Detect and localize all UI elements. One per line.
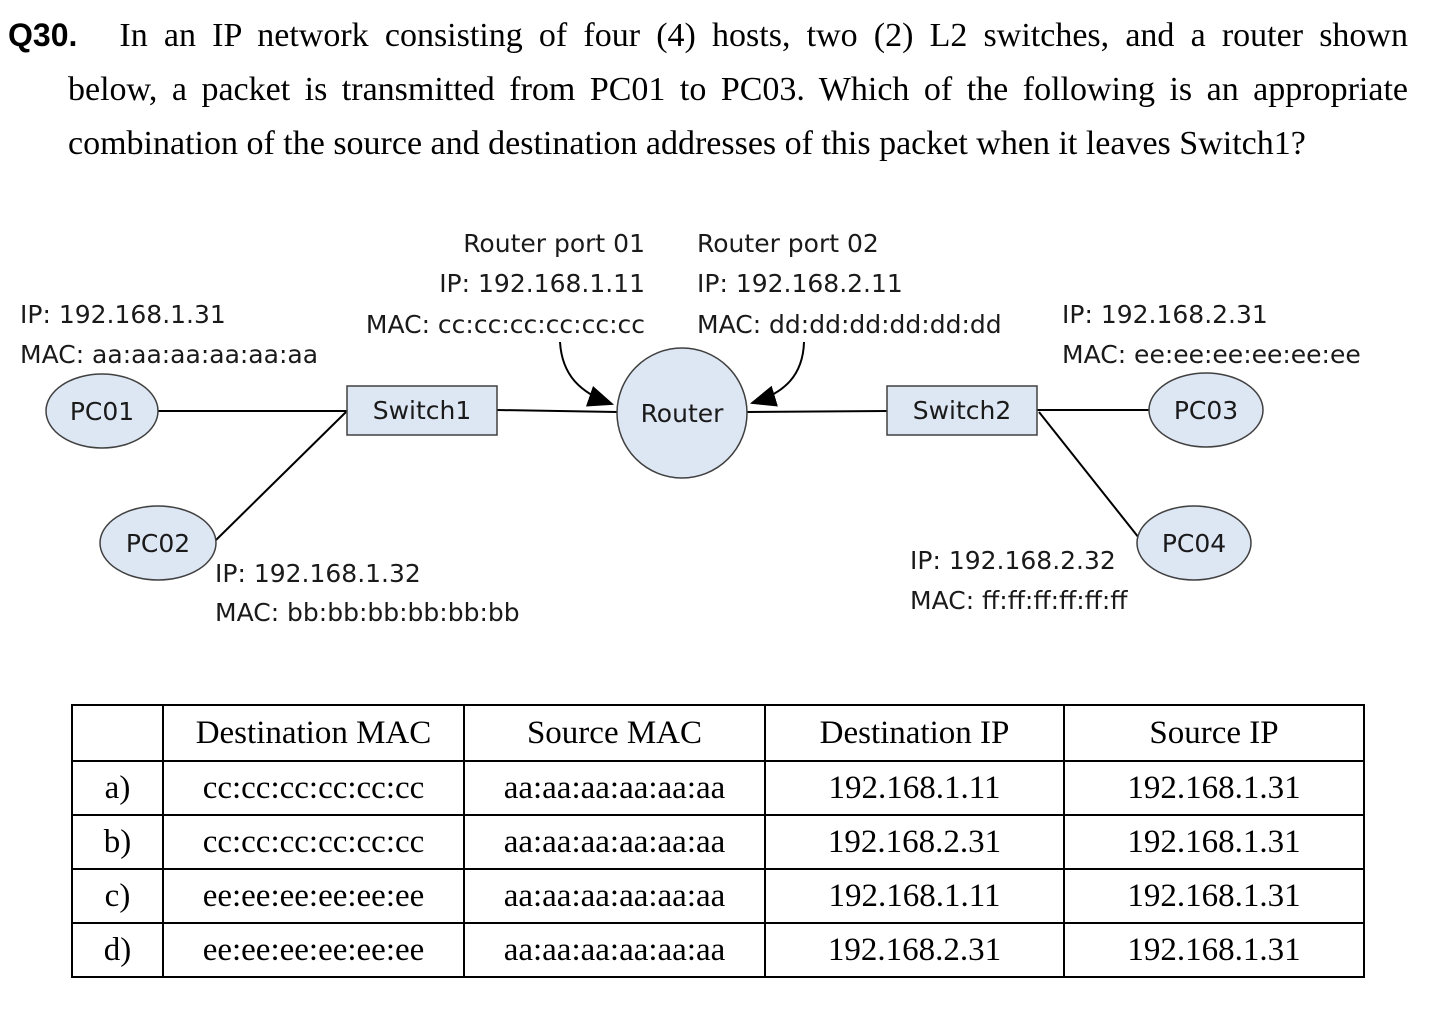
- destination-ip-cell: 192.168.2.31: [764, 814, 1065, 870]
- destination-mac-cell: ee:ee:ee:ee:ee:ee: [162, 868, 465, 924]
- option-label: a): [71, 760, 164, 816]
- pc01-label: PC01: [70, 397, 134, 426]
- table-row: c) ee:ee:ee:ee:ee:ee aa:aa:aa:aa:aa:aa 1…: [71, 868, 1365, 924]
- port01-title-label: Router port 01: [463, 229, 645, 258]
- destination-mac-cell: ee:ee:ee:ee:ee:ee: [162, 922, 465, 978]
- question-line-3: combination of the source and destinatio…: [68, 125, 1306, 162]
- destination-ip-cell: 192.168.2.31: [764, 922, 1065, 978]
- network-diagram: PC01 PC02 Switch1 Router Switch2 PC03 PC…: [20, 229, 1361, 627]
- option-label: c): [71, 868, 164, 924]
- table-header-row: Destination MAC Source MAC Destination I…: [71, 704, 1365, 762]
- source-mac-cell: aa:aa:aa:aa:aa:aa: [463, 814, 766, 870]
- link-switch2-pc04: [1038, 411, 1140, 539]
- link-router-switch2: [746, 410, 888, 413]
- switch1-label: Switch1: [373, 396, 472, 425]
- header-blank: [71, 704, 164, 762]
- pc03-label: PC03: [1174, 396, 1238, 425]
- destination-ip-cell: 192.168.1.11: [764, 868, 1065, 924]
- pc01-node: PC01: [45, 373, 159, 449]
- switch2-label: Switch2: [913, 396, 1012, 425]
- port02-mac-label: MAC: dd:dd:dd:dd:dd:dd: [697, 310, 1002, 339]
- port01-arrow: [559, 341, 615, 407]
- question-number: Q30.: [8, 17, 78, 53]
- pc02-node: PC02: [99, 505, 217, 581]
- link-pc02-switch1: [215, 411, 347, 541]
- header-destination-ip: Destination IP: [764, 704, 1065, 762]
- source-ip-cell: 192.168.1.31: [1063, 868, 1365, 924]
- switch2-node: Switch2: [886, 385, 1038, 436]
- pc01-ip-label: IP: 192.168.1.31: [20, 300, 226, 329]
- option-label: d): [71, 922, 164, 978]
- source-mac-cell: aa:aa:aa:aa:aa:aa: [463, 922, 766, 978]
- source-ip-cell: 192.168.1.31: [1063, 814, 1365, 870]
- source-mac-cell: aa:aa:aa:aa:aa:aa: [463, 868, 766, 924]
- pc03-mac-label: MAC: ee:ee:ee:ee:ee:ee: [1062, 340, 1361, 369]
- pc03-node: PC03: [1148, 372, 1264, 448]
- port02-ip-label: IP: 192.168.2.11: [697, 269, 903, 298]
- pc02-label: PC02: [126, 529, 190, 558]
- destination-mac-cell: cc:cc:cc:cc:cc:cc: [162, 760, 465, 816]
- pc03-ip-label: IP: 192.168.2.31: [1062, 300, 1268, 329]
- link-switch1-router: [496, 409, 618, 413]
- answer-table: Destination MAC Source MAC Destination I…: [71, 704, 1365, 978]
- pc01-mac-label: MAC: aa:aa:aa:aa:aa:aa: [20, 340, 318, 369]
- pc02-ip-label: IP: 192.168.1.32: [215, 559, 421, 588]
- pc04-label: PC04: [1162, 529, 1226, 558]
- port02-title-label: Router port 02: [697, 229, 879, 258]
- pc04-node: PC04: [1136, 505, 1252, 581]
- pc02-mac-label: MAC: bb:bb:bb:bb:bb:bb: [215, 598, 520, 627]
- port01-ip-label: IP: 192.168.1.11: [439, 269, 645, 298]
- option-label: b): [71, 814, 164, 870]
- destination-ip-cell: 192.168.1.11: [764, 760, 1065, 816]
- question-line-1-text: In an IP network consisting of four (4) …: [119, 17, 1408, 54]
- destination-mac-cell: cc:cc:cc:cc:cc:cc: [162, 814, 465, 870]
- port02-arrow: [749, 341, 805, 407]
- source-ip-cell: 192.168.1.31: [1063, 760, 1365, 816]
- source-mac-cell: aa:aa:aa:aa:aa:aa: [463, 760, 766, 816]
- table-row: b) cc:cc:cc:cc:cc:cc aa:aa:aa:aa:aa:aa 1…: [71, 814, 1365, 870]
- header-source-ip: Source IP: [1063, 704, 1365, 762]
- port01-mac-label: MAC: cc:cc:cc:cc:cc:cc: [366, 310, 645, 339]
- switch1-node: Switch1: [346, 385, 498, 436]
- question-line-1: Q30. In an IP network consisting of four …: [8, 8, 1408, 63]
- source-ip-cell: 192.168.1.31: [1063, 922, 1365, 978]
- links: [158, 341, 1150, 541]
- table-row: d) ee:ee:ee:ee:ee:ee aa:aa:aa:aa:aa:aa 1…: [71, 922, 1365, 978]
- pc04-ip-label: IP: 192.168.2.32: [910, 546, 1116, 575]
- router-label: Router: [641, 399, 725, 428]
- question-text: Q30. In an IP network consisting of four …: [8, 8, 1408, 171]
- router-node: Router: [616, 347, 748, 479]
- table-row: a) cc:cc:cc:cc:cc:cc aa:aa:aa:aa:aa:aa 1…: [71, 760, 1365, 816]
- header-destination-mac: Destination MAC: [162, 704, 465, 762]
- question-line-2: below, a packet is transmitted from PC01…: [68, 71, 1408, 108]
- header-source-mac: Source MAC: [463, 704, 766, 762]
- pc04-mac-label: MAC: ff:ff:ff:ff:ff:ff: [910, 586, 1128, 615]
